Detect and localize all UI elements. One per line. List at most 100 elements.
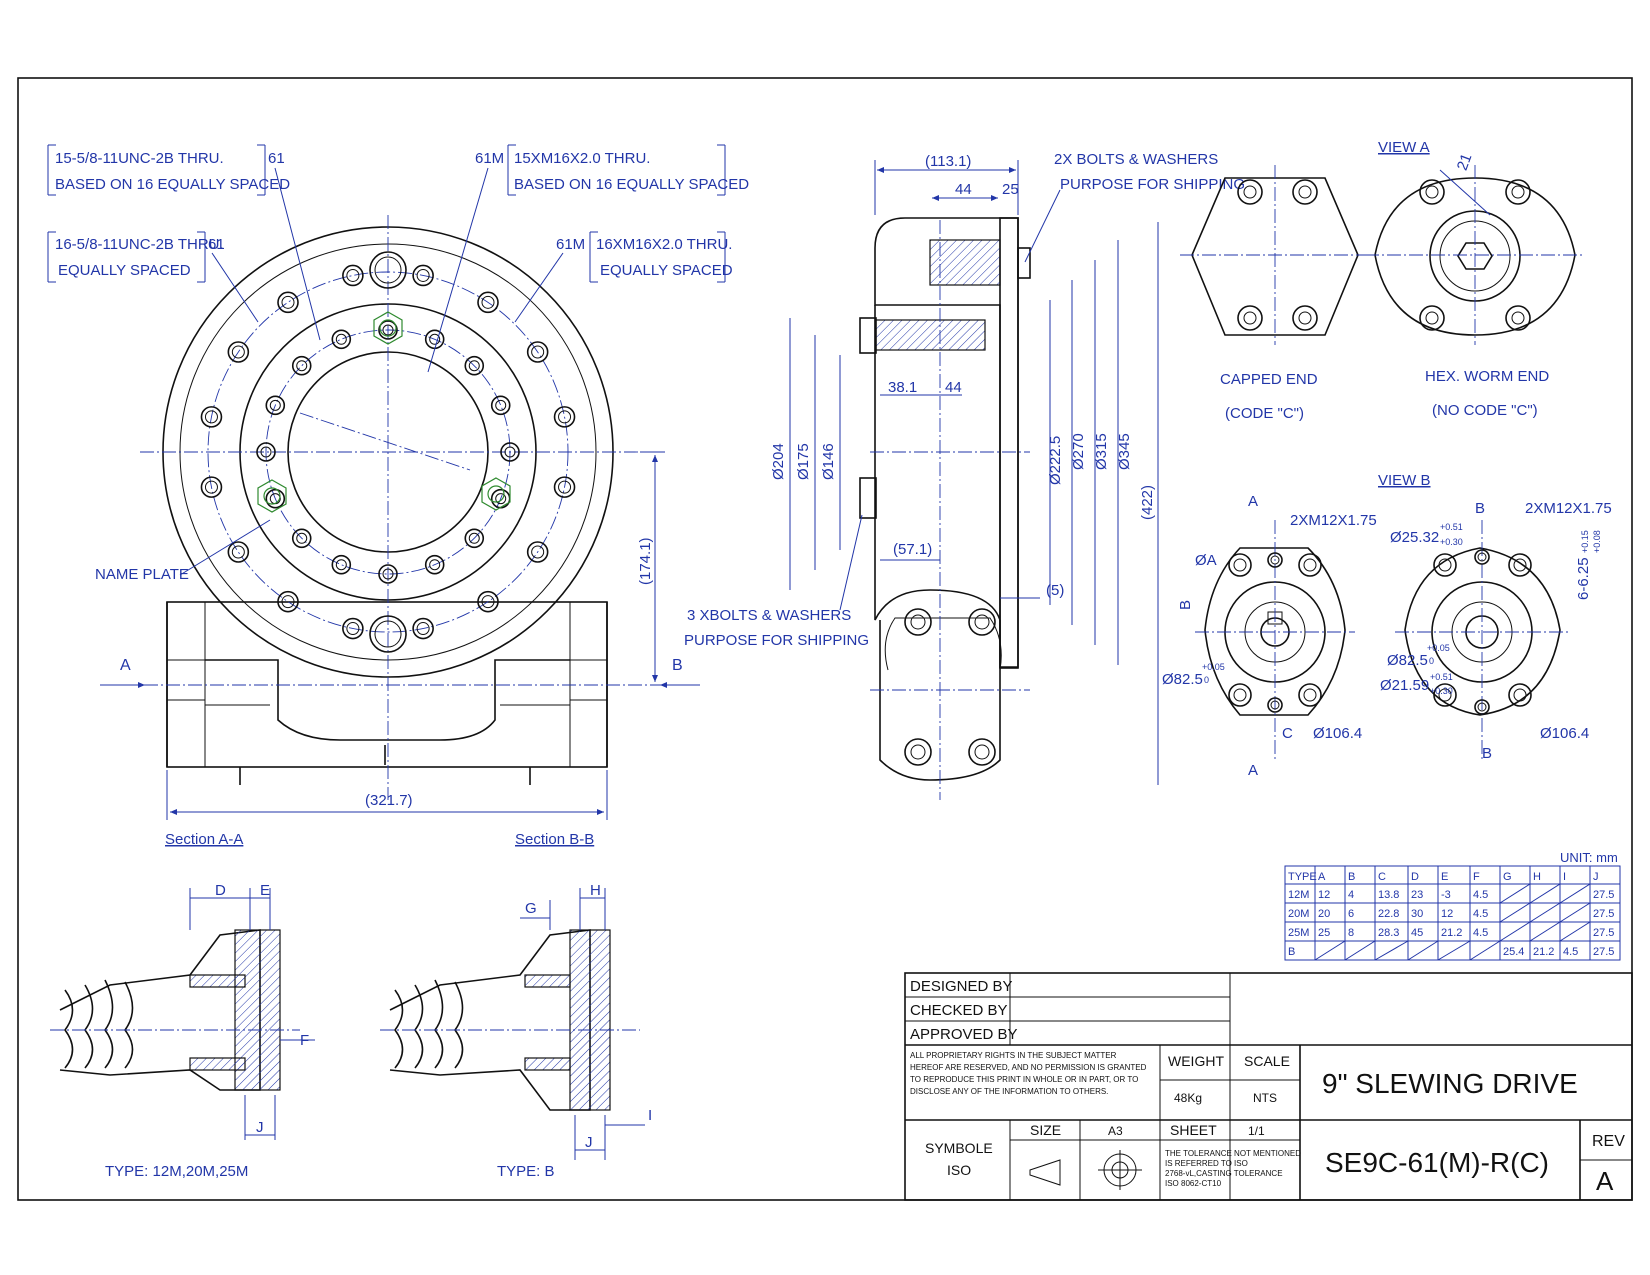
scale-value: NTS: [1253, 1091, 1277, 1105]
view-b-right: [1395, 520, 1570, 760]
detail-type-b: [380, 888, 645, 1160]
gear-housing-bolt: [968, 738, 996, 766]
hex-end-view: [1365, 165, 1585, 345]
tol-line-1: THE TOLERANCE NOT MENTIONED: [1165, 1149, 1301, 1158]
tol-line-3: 2768-vL,CASTING TOLERANCE: [1165, 1169, 1283, 1178]
rights-line-3: TO REPRODUCE THIS PRINT IN WHOLE OR IN P…: [910, 1075, 1138, 1084]
empty-cell-slash: [1314, 940, 1346, 961]
hex-code-label: (NO CODE "C"): [1432, 402, 1538, 419]
gear-housing-bolt: [968, 608, 996, 636]
vb-tol-2159: +0.51: [1430, 672, 1453, 682]
vb-tol-2532: +0.51: [1440, 522, 1463, 532]
table-cell: 20M: [1288, 908, 1309, 920]
table-cell: 8: [1348, 927, 1354, 939]
bolts-2-line2: PURPOSE FOR SHIPPING: [1060, 176, 1245, 193]
detail-e: E: [260, 882, 270, 899]
detail-type-2: TYPE: B: [497, 1163, 555, 1180]
inner-bolt-hole: [464, 355, 485, 376]
weight-label: WEIGHT: [1168, 1053, 1224, 1069]
rev-value: A: [1596, 1166, 1614, 1196]
dia-204: Ø204: [770, 443, 787, 480]
callout-text: 15-5/8-11UNC-2B THRU.: [55, 150, 224, 167]
outer-bolt-hole: [277, 291, 299, 314]
cover-bolt: [1237, 179, 1263, 205]
section-aa-label: Section A-A: [165, 831, 243, 848]
rights-line-2: HEREOF ARE RESERVED, AND NO PERMISSION I…: [910, 1063, 1147, 1072]
vb-dia-2159: Ø21.59: [1380, 677, 1429, 694]
table-cell: 27.5: [1593, 946, 1614, 958]
table-header: F: [1473, 871, 1480, 883]
vb-dia-2532: Ø25.32: [1390, 529, 1439, 546]
checked-by-label: CHECKED BY: [910, 1002, 1008, 1019]
dia-315: Ø315: [1093, 433, 1110, 470]
table-header: D: [1411, 871, 1419, 883]
inner-bolt-hole: [500, 442, 520, 462]
name-plate-label: NAME PLATE: [95, 566, 189, 583]
inner-bolt-hole: [378, 320, 398, 340]
table-cell: 12M: [1288, 889, 1309, 901]
callout-top-right-1: 61M 15XM16X2.0 THRU. BASED ON 16 EQUALLY…: [427, 144, 749, 373]
callout-text: EQUALLY SPACED: [58, 262, 191, 279]
detail-j-2: J: [585, 1134, 593, 1151]
capped-end-view: [1180, 165, 1370, 345]
flange-bolt: [1228, 553, 1252, 577]
size-label: SIZE: [1030, 1122, 1061, 1138]
outer-bolt-hole: [342, 617, 364, 640]
outer-bolt-hole: [342, 264, 364, 287]
vb-tol-825-left-b: 0: [1204, 675, 1209, 685]
table-cell: 12: [1441, 908, 1453, 920]
gear-housing-bolt: [904, 608, 932, 636]
vb-tol-825-right-b: 0: [1429, 656, 1434, 666]
table-cell: 12: [1318, 889, 1330, 901]
inner-bolt-hole: [256, 442, 276, 462]
tol-line-4: ISO 8062-CT10: [1165, 1179, 1222, 1188]
table-cell: 21.2: [1533, 946, 1554, 958]
dia-270: Ø270: [1070, 433, 1087, 470]
view-b-label: VIEW B: [1378, 472, 1431, 489]
sheet-value: 1/1: [1248, 1124, 1265, 1138]
sheet-border: [17, 77, 1633, 1201]
cover-bolt: [1292, 179, 1318, 205]
scale-label: SCALE: [1244, 1053, 1290, 1069]
empty-cell-slash: [1374, 940, 1409, 961]
vb-dia-1064-left: Ø106.4: [1313, 725, 1362, 742]
flange-bolt: [1298, 683, 1322, 707]
table-cell: 4.5: [1473, 927, 1488, 939]
table-header: G: [1503, 871, 1512, 883]
vb-c-label: C: [1282, 725, 1293, 742]
capped-code-label: (CODE "C"): [1225, 405, 1304, 422]
table-cell: 25M: [1288, 927, 1309, 939]
cover-bolt: [1292, 305, 1318, 331]
outer-bolt-hole: [227, 541, 250, 563]
thread-hole: [1474, 549, 1490, 565]
dim-57: (57.1): [893, 541, 932, 558]
vb-a-bottom: A: [1248, 762, 1258, 779]
outer-bolt-hole: [526, 541, 549, 563]
outer-bolt-hole: [526, 341, 549, 363]
vb-thread-right: 2XM12X1.75: [1525, 500, 1612, 517]
vb-b-top: B: [1475, 500, 1485, 517]
callout-text: BASED ON 16 EQUALLY SPACED: [55, 176, 290, 193]
outer-bolt-hole: [200, 406, 223, 428]
flange-bolt: [1228, 683, 1252, 707]
symbole-label: SYMBOLE: [925, 1140, 993, 1156]
callout-tag: 61: [268, 150, 285, 167]
inner-bolt-hole: [265, 395, 286, 416]
vb-spline-tolb: +0.08: [1592, 530, 1602, 553]
empty-cell-slash: [1437, 940, 1471, 961]
inner-bolt-hole: [464, 528, 485, 549]
outer-bolt-hole: [553, 406, 576, 428]
bolts-3-line2: PURPOSE FOR SHIPPING: [684, 632, 869, 649]
table-header: C: [1378, 871, 1386, 883]
callout-text: 15XM16X2.0 THRU.: [514, 150, 650, 167]
outer-bolt-hole: [277, 590, 299, 613]
inner-bolt-hole: [331, 554, 352, 575]
detail-f: F: [300, 1032, 309, 1049]
table-header: TYPE: [1288, 871, 1317, 883]
inner-bolt-hole: [291, 355, 312, 376]
thread-hole: [1474, 699, 1490, 715]
flange-bolt: [1433, 683, 1457, 707]
cover-bolt: [1419, 305, 1445, 331]
table-cell: 4.5: [1473, 908, 1488, 920]
table-header: J: [1593, 871, 1599, 883]
